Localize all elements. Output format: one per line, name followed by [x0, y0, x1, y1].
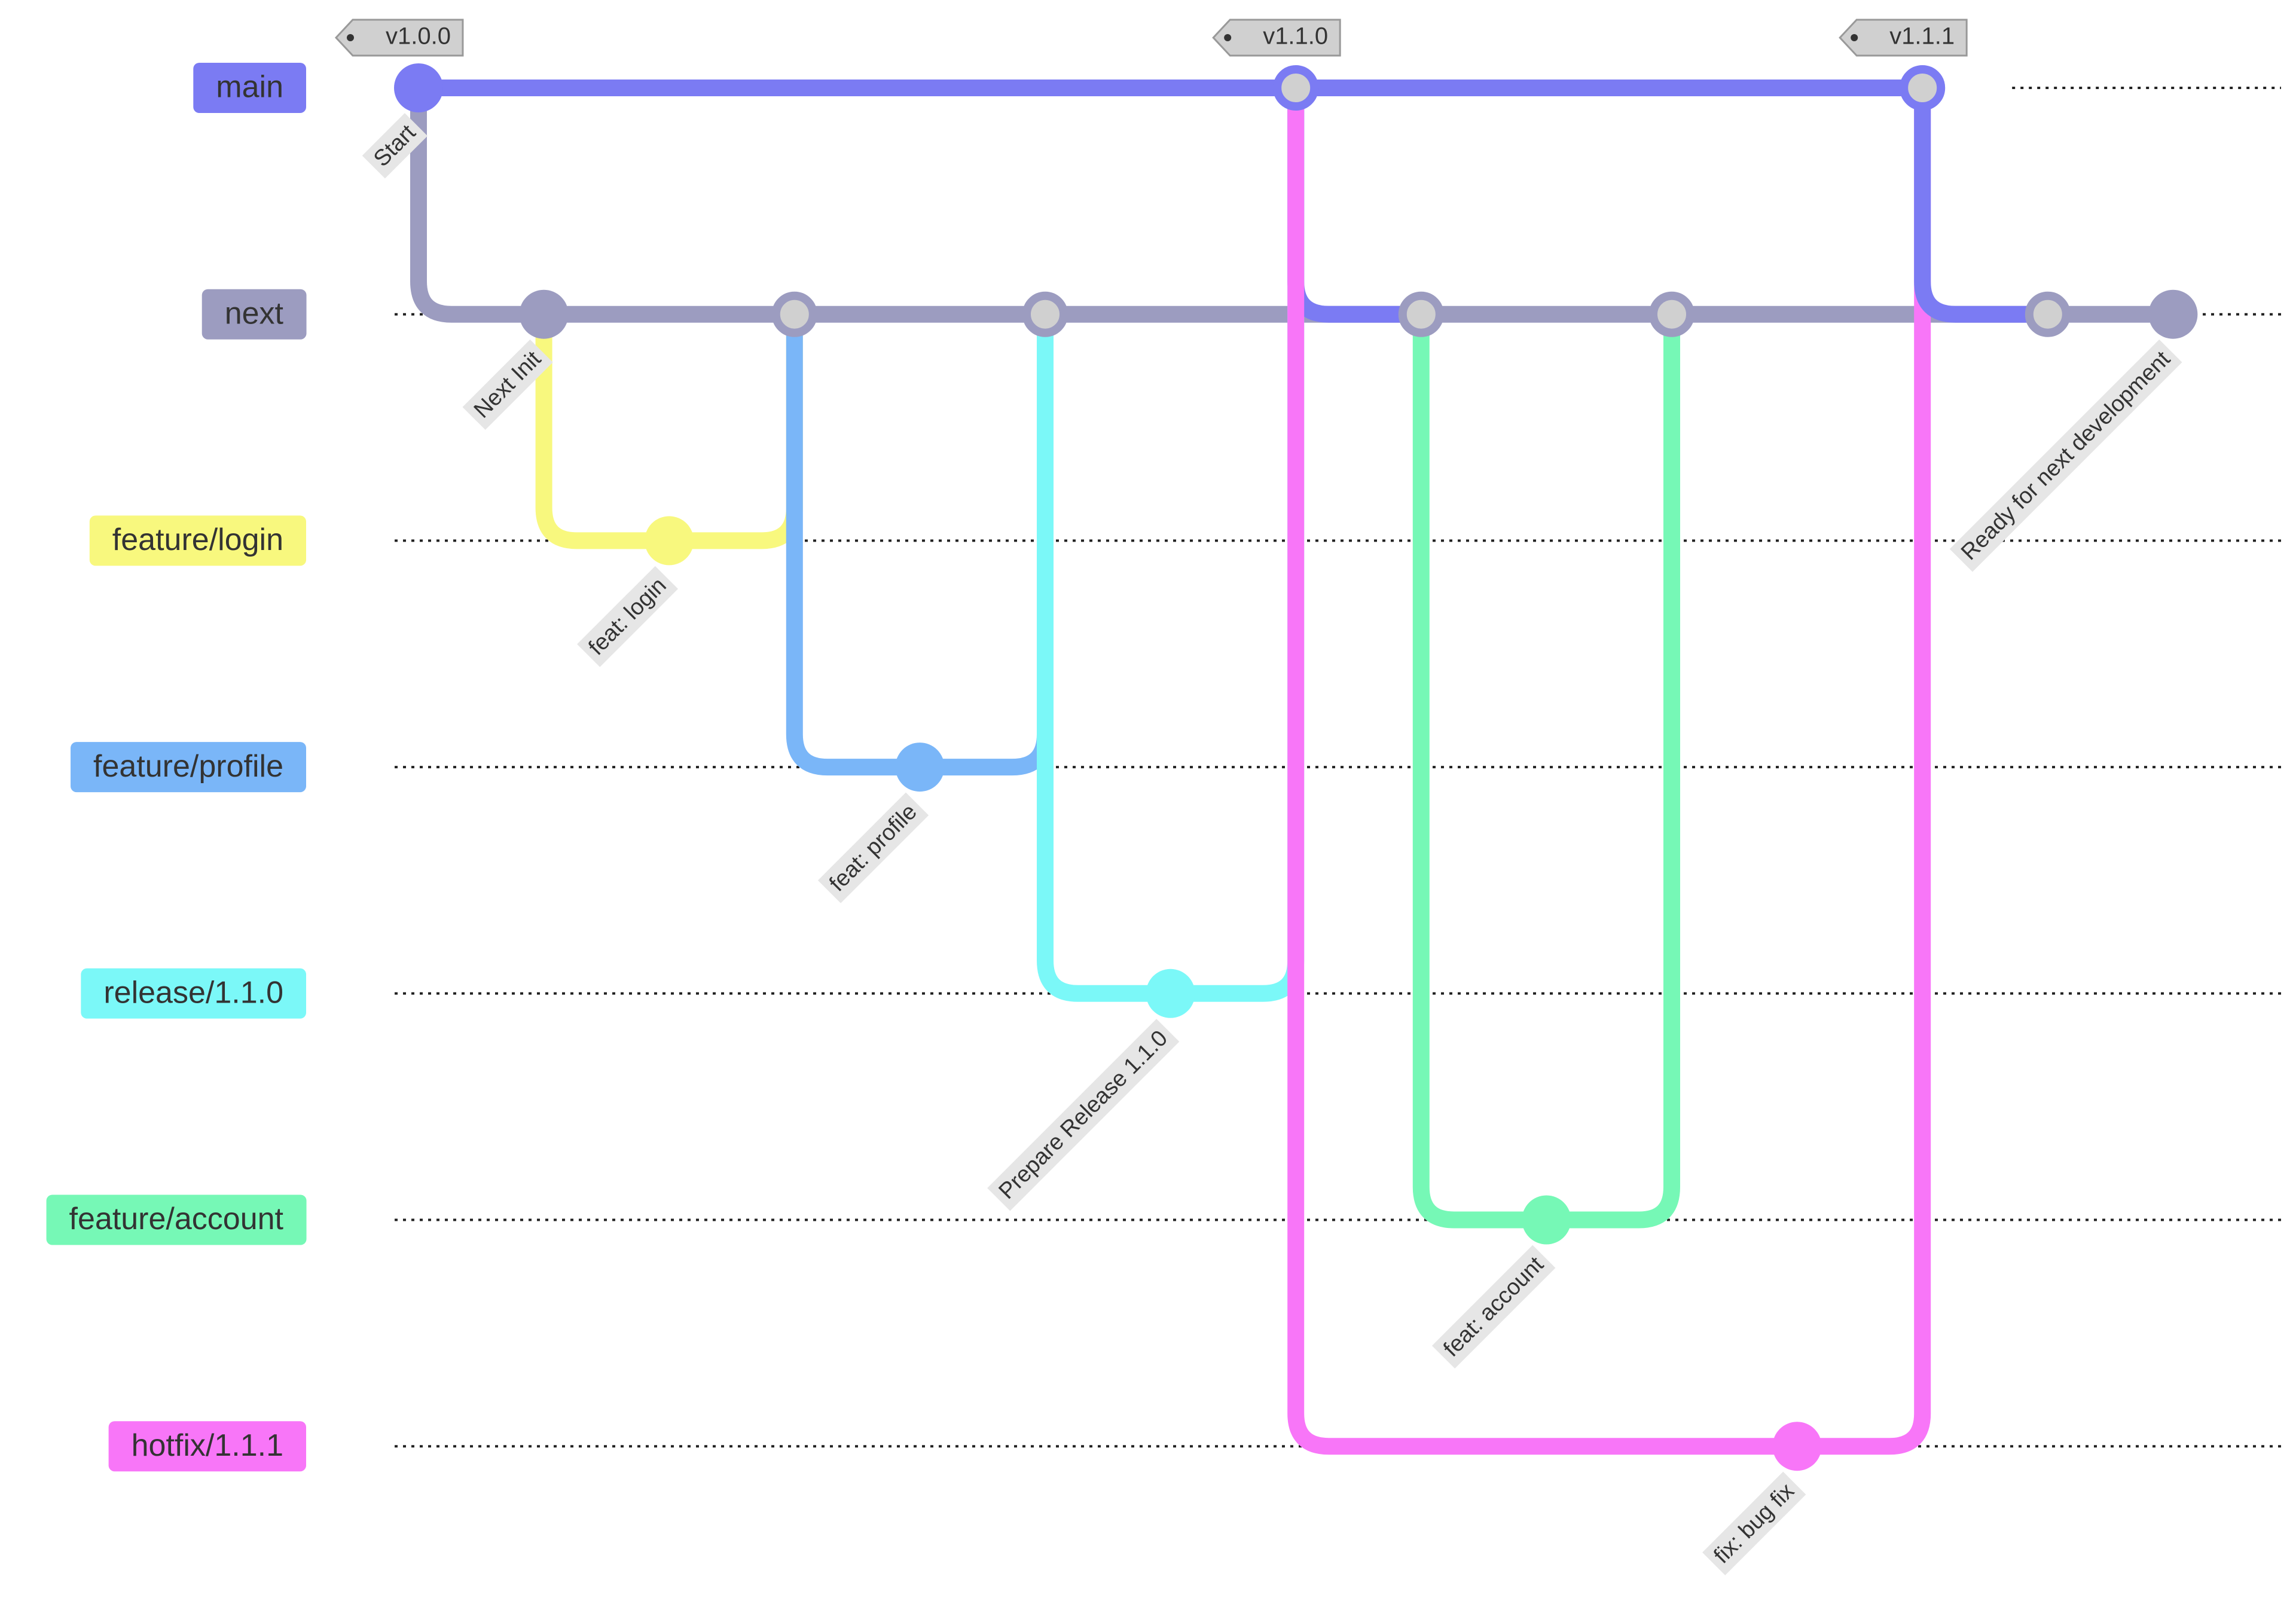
tag-v1.0.0: v1.0.0	[334, 19, 464, 57]
edge-c9-c10	[1538, 305, 1680, 1229]
tag-hole	[347, 34, 354, 41]
commit-label-c2: feat: login	[577, 566, 678, 667]
tag-hole	[1851, 34, 1858, 41]
commit-label-c11: fix: bug fix	[1702, 1471, 1806, 1575]
branch-label-text: main	[216, 70, 283, 105]
branch-label-bg	[89, 515, 306, 566]
commit-label-c14: Ready for next development	[1949, 339, 2182, 572]
commit-label-text: feat: login	[584, 573, 671, 660]
edge-c3-c4	[786, 305, 929, 776]
commit-c11[interactable]	[1772, 1422, 1822, 1471]
edge-c0-c1	[410, 80, 552, 323]
edge-c7-c8	[1287, 80, 1430, 323]
tag-hole	[1224, 34, 1232, 41]
branch-edges	[410, 80, 2182, 1455]
branch-label-bg	[46, 1194, 307, 1245]
branch-label-bg	[71, 742, 306, 793]
tag-v1.1.1: v1.1.1	[1839, 19, 1968, 57]
edge-c11-c12	[1788, 80, 1931, 1455]
tags: v1.0.0 v1.1.0 v1.1.1	[334, 19, 1968, 57]
merge-commit-c3[interactable]	[771, 291, 817, 337]
commits	[394, 63, 2198, 1471]
merge-commit-c13[interactable]	[2025, 291, 2071, 337]
merge-commit-c7[interactable]	[1273, 65, 1319, 111]
commit-c4[interactable]	[895, 743, 945, 792]
commit-label-c9: feat: account	[1431, 1245, 1556, 1369]
commit-label-c6: Prepare Release 1.1.0	[987, 1019, 1180, 1211]
branch-label-text: feature/login	[112, 523, 283, 557]
commit-c14[interactable]	[2148, 289, 2198, 339]
branch-label-bg	[193, 63, 306, 113]
edge-c12-c13	[1914, 80, 2056, 323]
branch-label-feature-profile[interactable]: feature/profile	[71, 742, 306, 793]
commit-label-text: fix: bug fix	[1709, 1478, 1799, 1569]
tag-shape	[1839, 19, 1968, 57]
commit-c9[interactable]	[1522, 1195, 1571, 1245]
edge-c2-c3	[661, 305, 803, 549]
tag-text: v1.1.1	[1889, 23, 1955, 50]
branch-label-bg	[108, 1421, 306, 1472]
branch-label-next[interactable]: next	[201, 289, 307, 340]
merge-commit-c10[interactable]	[1649, 291, 1694, 337]
branch-label-text: release/1.1.0	[103, 976, 283, 1010]
branch-labels: main next feature/login feature/profile rele…	[46, 63, 307, 1472]
commit-c0[interactable]	[394, 63, 443, 112]
tag-text: v1.0.0	[386, 23, 451, 50]
merge-commit-c8[interactable]	[1398, 291, 1444, 337]
branch-label-hotfix-1-1-1[interactable]: hotfix/1.1.1	[108, 1421, 306, 1472]
commit-c2[interactable]	[645, 516, 694, 566]
edge-c5-c6	[1037, 305, 1179, 1002]
branch-label-text: next	[225, 296, 284, 331]
branch-label-main[interactable]: main	[193, 63, 306, 113]
branch-label-bg	[81, 968, 306, 1019]
tag-shape	[334, 19, 464, 57]
commit-label-text: Next Init	[469, 346, 546, 423]
commit-label-text: feat: profile	[825, 799, 922, 897]
merge-commit-c5[interactable]	[1022, 291, 1068, 337]
tag-text: v1.1.0	[1263, 23, 1328, 50]
branch-label-feature-login[interactable]: feature/login	[89, 515, 306, 566]
commit-c6[interactable]	[1146, 968, 1195, 1018]
tag-v1.1.0: v1.1.0	[1212, 19, 1341, 57]
commit-label-c4: feat: profile	[817, 792, 929, 903]
edge-c1-c2	[535, 305, 678, 549]
branch-label-text: hotfix/1.1.1	[132, 1428, 283, 1463]
commit-label-text: feat: account	[1439, 1252, 1549, 1362]
commit-c1[interactable]	[519, 289, 569, 339]
branch-label-feature-account[interactable]: feature/account	[46, 1194, 307, 1245]
branch-label-bg	[201, 289, 307, 340]
branch-lanes	[395, 87, 2281, 1448]
tag-shape	[1212, 19, 1341, 57]
edge-c7-c11	[1287, 80, 1806, 1455]
commit-label-text: Ready for next development	[1956, 346, 2175, 565]
branch-label-release-1-1-0[interactable]: release/1.1.0	[81, 968, 306, 1019]
branch-label-text: feature/profile	[93, 749, 283, 784]
commit-label-text: Prepare Release 1.1.0	[994, 1026, 1173, 1205]
merge-commit-c12[interactable]	[1900, 65, 1946, 111]
edge-c8-c9	[1412, 305, 1555, 1229]
branch-label-text: feature/account	[69, 1202, 284, 1236]
